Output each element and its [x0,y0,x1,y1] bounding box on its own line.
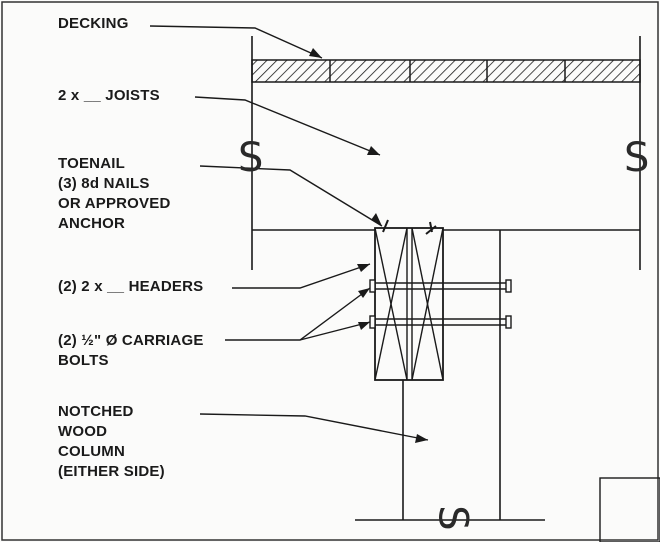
label-toenail-line-2: (3) 8d NAILS [58,175,150,192]
label-joists-text: 2 x __ JOISTS [58,87,160,104]
label-column: NOTCHED WOOD COLUMN (EITHER SIDE) [58,402,165,482]
carriage-bolts [369,279,512,329]
joist-outline [251,36,641,270]
label-bolts: (2) ½" Ø CARRIAGE BOLTS [58,331,204,371]
label-headers: (2) 2 x __ HEADERS [58,277,203,297]
label-column-line-2: WOOD [58,423,108,440]
label-headers-text: (2) 2 x __ HEADERS [58,278,204,295]
label-toenail: TOENAIL (3) 8d NAILS OR APPROVED ANCHOR [58,154,171,234]
label-decking: DECKING [58,14,129,34]
label-toenail-line-4: ANCHOR [58,215,126,232]
section-mark-bottom: S [429,505,476,531]
title-block [599,477,660,542]
wood-column [402,230,501,520]
label-bolts-line-2: BOLTS [58,352,109,369]
label-column-line-3: COLUMN [58,443,126,460]
leader-arrowheads [309,48,428,443]
label-toenail-line-1: TOENAIL [58,155,125,172]
label-bolts-line-1: (2) ½" Ø CARRIAGE [58,332,204,349]
header-pair [374,227,444,381]
decking-board [251,59,641,83]
label-toenail-line-3: OR APPROVED [58,195,171,212]
toenail-marks [382,219,437,235]
label-column-line-4: (EITHER SIDE) [58,463,165,480]
section-mark-left: S [238,135,264,181]
label-decking-text: DECKING [58,15,129,32]
decking-joints [329,60,566,82]
section-mark-right: S [624,135,650,181]
leader-lines [149,25,429,441]
label-joists: 2 x __ JOISTS [58,86,160,106]
label-column-line-1: NOTCHED [58,403,134,420]
